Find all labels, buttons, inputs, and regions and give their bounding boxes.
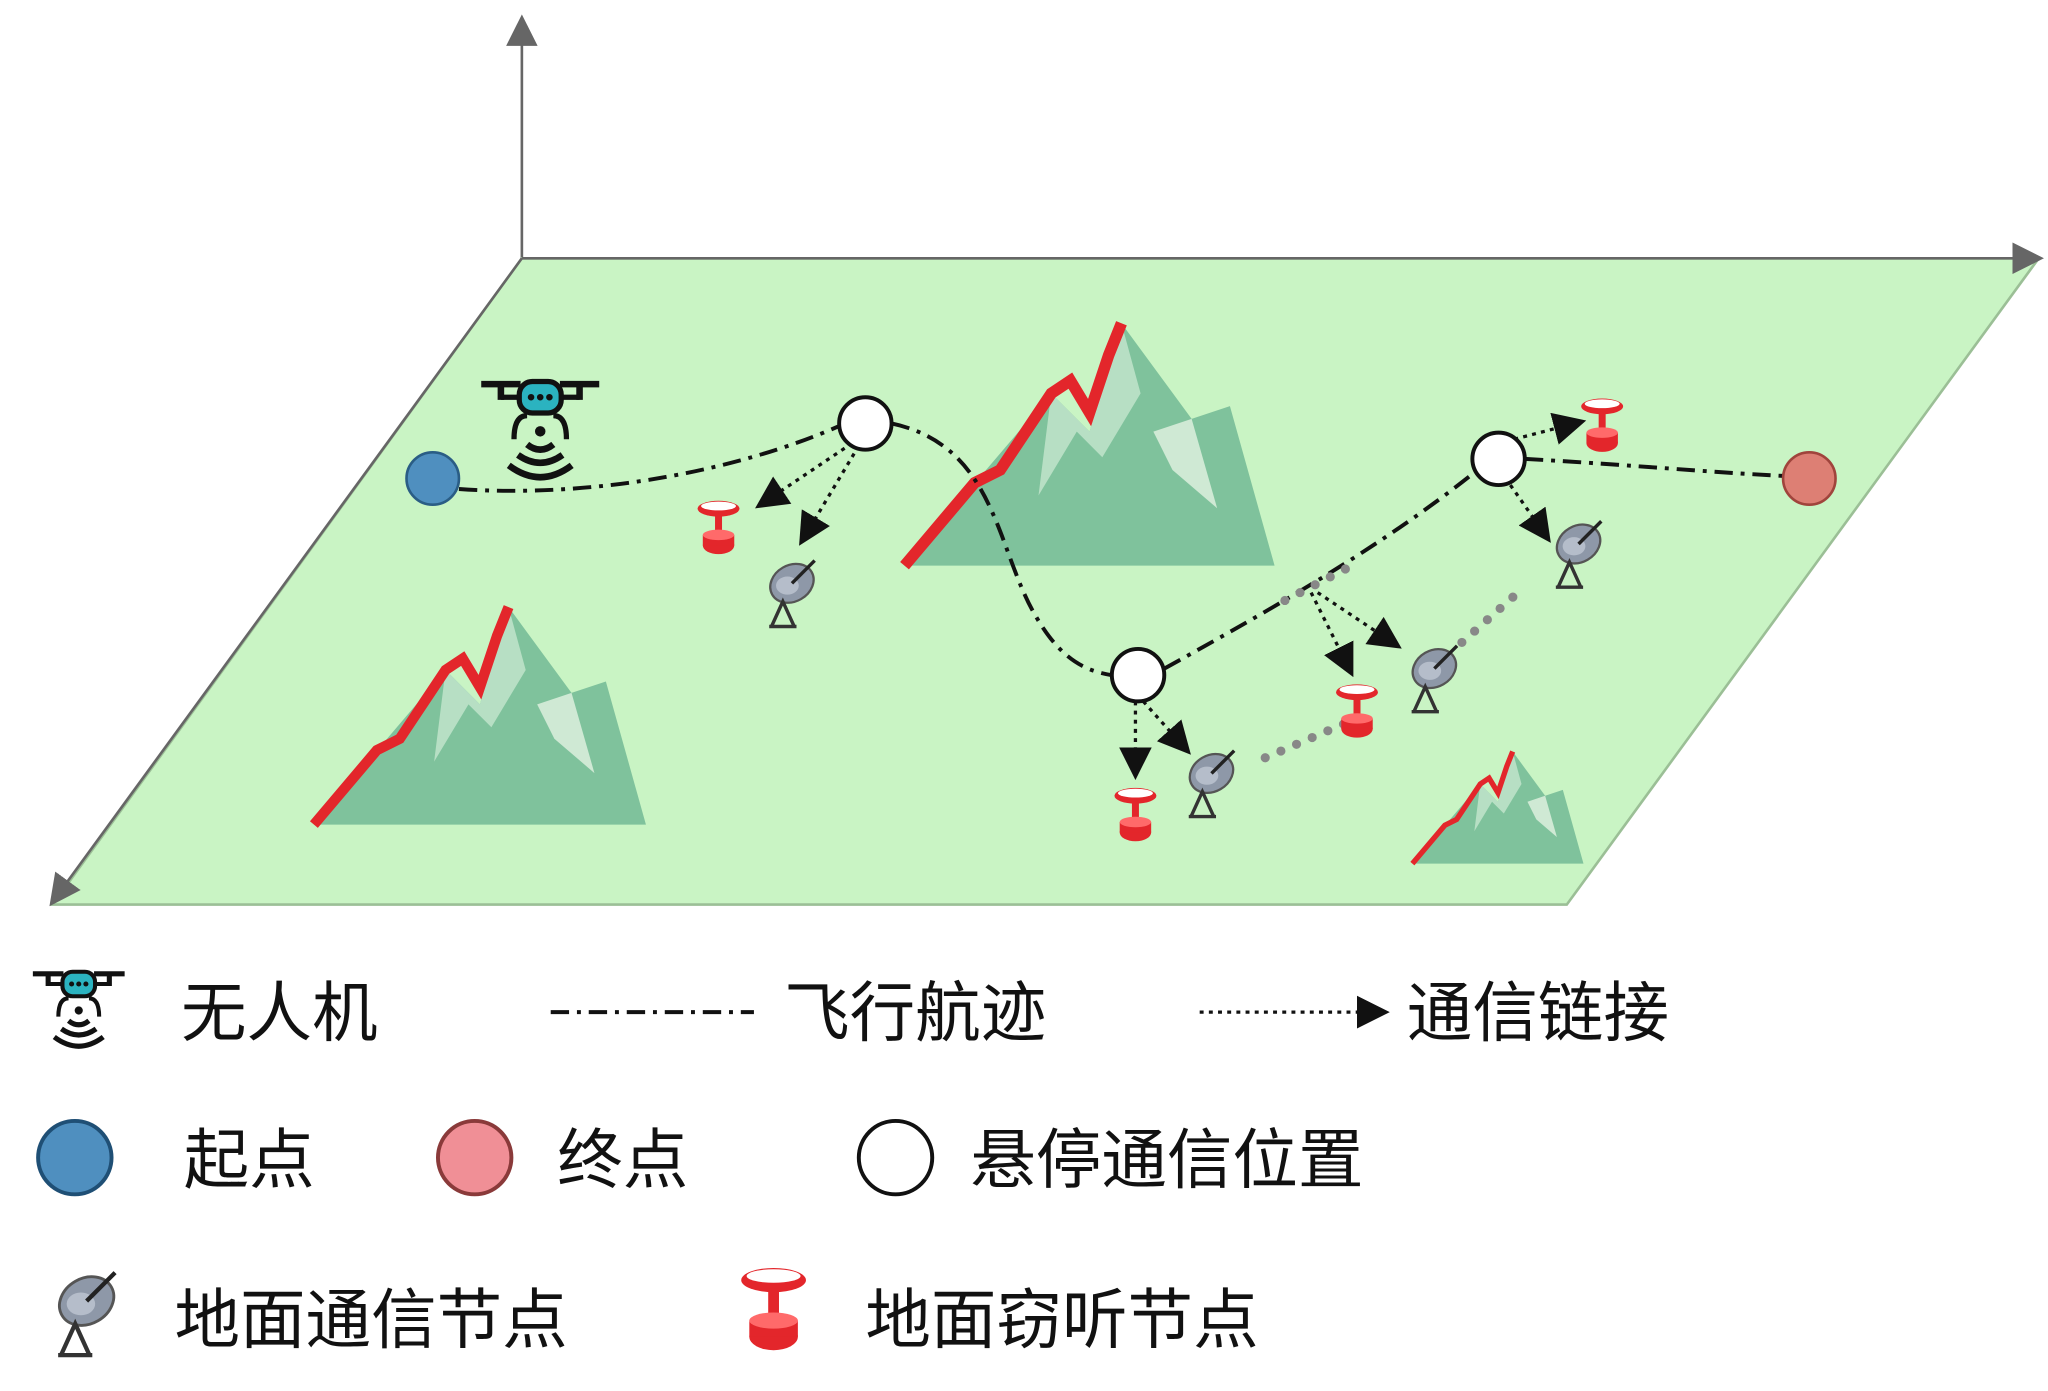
legend-end-label: 终点 (557, 1123, 688, 1199)
legend-link-label: 通信链接 (1407, 976, 1669, 1052)
communication-links (755, 412, 1587, 781)
legend-ground-node-icon (51, 1267, 123, 1355)
legend-start-label: 起点 (184, 1123, 315, 1199)
legend-end-icon (436, 1118, 514, 1197)
legend-uav-icon (33, 972, 125, 1046)
legend-uav-label: 无人机 (181, 976, 378, 1052)
hover-position-2 (1109, 646, 1167, 704)
legend-start-icon (36, 1118, 114, 1197)
legend-hover-icon (856, 1118, 935, 1197)
end-point (1781, 450, 1837, 507)
legend-hover-label: 悬停通信位置 (970, 1123, 1363, 1199)
start-point (405, 450, 461, 507)
legend-eavesdrop-node-label: 地面窃听节点 (865, 1282, 1258, 1358)
legend-ground-node-label: 地面通信节点 (174, 1282, 567, 1358)
legend: 无人机 飞行航迹 通信链接 起点 终点 悬停通信位置 地面通信节点 地面窃听节点 (33, 972, 1669, 1358)
flight-trajectory (458, 421, 1784, 678)
y-axis (49, 257, 523, 907)
legend-eavesdrop-node-icon (741, 1267, 806, 1351)
eavesdrop-links (1260, 561, 1526, 763)
hover-position-1 (837, 395, 894, 452)
legend-trajectory-label: 飞行航迹 (784, 976, 1046, 1052)
hover-position-3 (1470, 430, 1527, 488)
